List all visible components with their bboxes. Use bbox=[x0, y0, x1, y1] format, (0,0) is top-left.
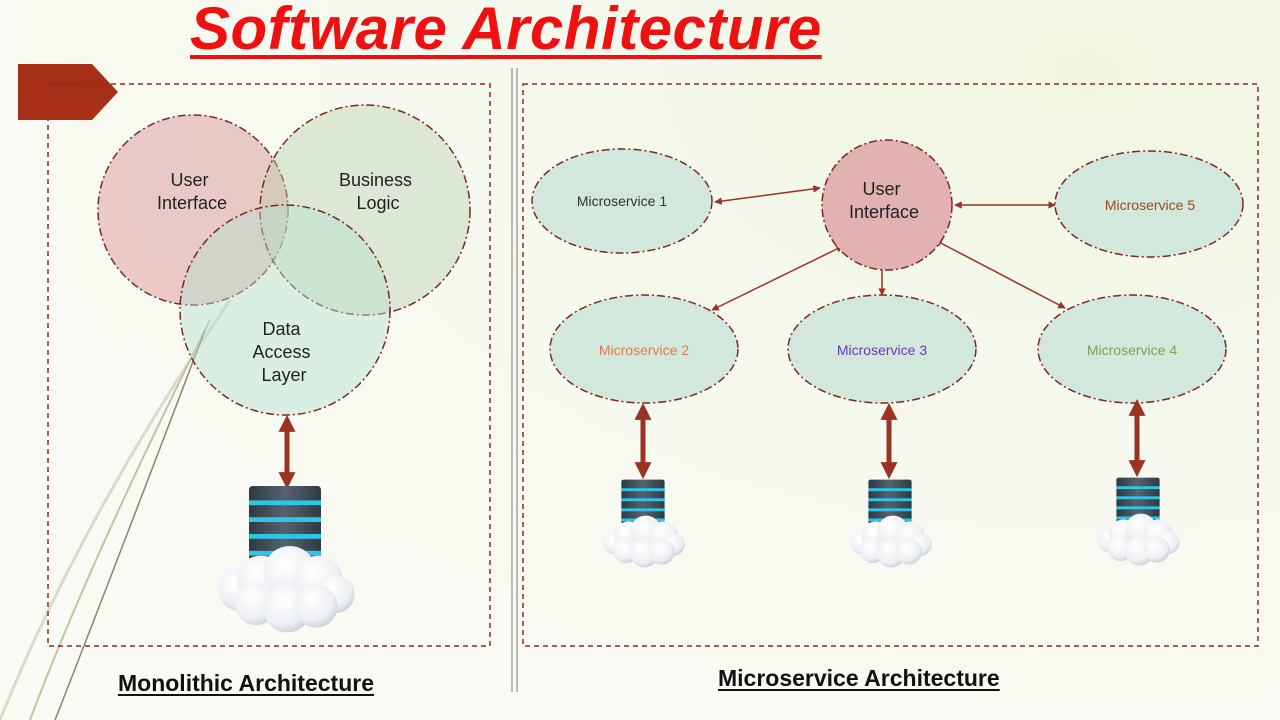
svg-text:Business Logic: Business Logic bbox=[339, 170, 417, 213]
ui-label-line2: Interface bbox=[157, 193, 227, 213]
microservice-frame bbox=[522, 83, 1259, 647]
microservice-diagram: User Interface Microservice 1 Microservi… bbox=[531, 139, 1244, 568]
bl-label-line1: Business bbox=[339, 170, 412, 190]
monolith-caption: Monolithic Architecture bbox=[118, 670, 374, 696]
monolith-frame bbox=[47, 83, 491, 647]
microservice-caption: Microservice Architecture bbox=[718, 665, 1000, 691]
microservice-5-node bbox=[1054, 150, 1244, 258]
bl-label-line2: Logic bbox=[356, 193, 399, 213]
page-title: Software Architecture bbox=[190, 0, 822, 62]
microservice-4-label: Microservice 4 bbox=[1087, 342, 1177, 358]
microservice-1-node bbox=[531, 148, 713, 254]
hub-label-line2: Interface bbox=[849, 202, 919, 222]
monolith-db bbox=[217, 486, 355, 633]
decor-curve bbox=[29, 319, 211, 720]
business-logic-circle bbox=[259, 104, 471, 316]
svg-text:User Interface: User Interface bbox=[849, 179, 919, 222]
svg-text:Data Access La: Data Access Layer bbox=[252, 319, 315, 385]
decor-curve bbox=[54, 329, 206, 720]
ui-label-line1: User bbox=[170, 170, 208, 190]
microservice-4-db bbox=[1097, 477, 1180, 566]
microservice-5-label: Microservice 5 bbox=[1105, 197, 1195, 213]
dal-label-line1: Data bbox=[262, 319, 301, 339]
microservice-2-db bbox=[602, 479, 685, 568]
svg-text:User Interface: User Interface bbox=[157, 170, 227, 213]
accent-tab bbox=[18, 64, 118, 120]
hub-label-line1: User bbox=[862, 179, 900, 199]
dal-label-line3: Layer bbox=[261, 365, 306, 385]
user-interface-hub bbox=[821, 139, 953, 271]
microservice-2-label: Microservice 2 bbox=[599, 342, 689, 358]
connector bbox=[714, 185, 821, 205]
dal-label-line2: Access bbox=[252, 342, 310, 362]
microservice-3-label: Microservice 3 bbox=[837, 342, 927, 358]
microservice-1-label: Microservice 1 bbox=[577, 193, 667, 209]
microservice-3-db bbox=[849, 479, 932, 568]
user-interface-circle bbox=[97, 114, 289, 306]
connector bbox=[934, 239, 1066, 309]
monolith-diagram: User Interface Business Logic Data Acces… bbox=[97, 104, 471, 633]
connector bbox=[711, 245, 844, 311]
